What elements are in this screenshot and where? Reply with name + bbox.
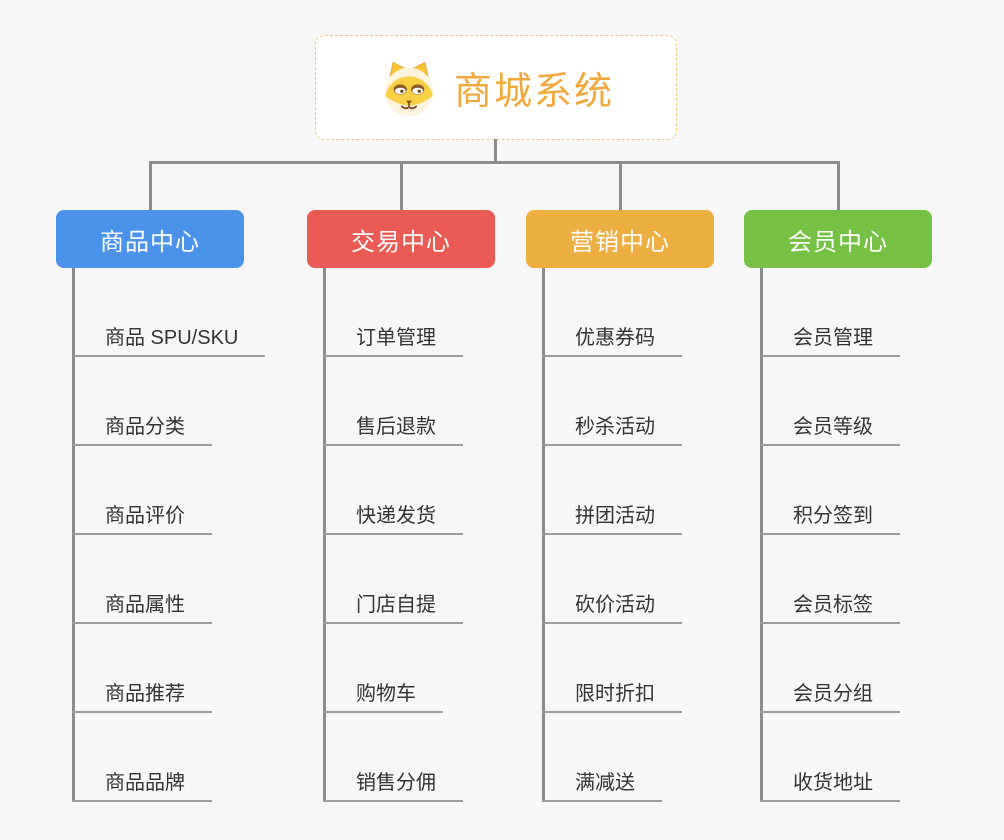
child-node[interactable]: 限时折扣 [542, 624, 682, 713]
child-label: 购物车 [356, 683, 416, 705]
child-node[interactable]: 快递发货 [323, 446, 463, 535]
child-node[interactable]: 会员分组 [760, 624, 900, 713]
child-node[interactable]: 秒杀活动 [542, 357, 682, 446]
connector-drop [399, 161, 403, 210]
child-node[interactable]: 购物车 [323, 624, 443, 713]
branch-label: 会员中心 [788, 228, 888, 256]
child-label: 会员分组 [793, 683, 873, 705]
child-label: 满减送 [575, 772, 635, 794]
branch-children: 订单管理售后退款快递发货门店自提购物车销售分佣 [323, 268, 463, 802]
branch-label: 营销中心 [570, 228, 670, 256]
root-node[interactable]: 商城系统 [315, 35, 677, 140]
branch-children: 商品 SPU/SKU 商品分类商品评价商品属性商品推荐商品品牌 [72, 268, 266, 802]
child-node[interactable]: 优惠券码 [542, 268, 682, 357]
child-label: 快递发货 [356, 505, 436, 527]
child-node[interactable]: 会员标签 [760, 535, 900, 624]
branch: 会员中心 会员管理会员等级积分签到会员标签会员分组收货地址 [744, 161, 932, 802]
child-node[interactable]: 砍价活动 [542, 535, 682, 624]
child-label: 门店自提 [356, 594, 436, 616]
child-node[interactable]: 商品 SPU/SKU [72, 268, 266, 357]
child-node[interactable]: 门店自提 [323, 535, 463, 624]
branch: 交易中心 订单管理售后退款快递发货门店自提购物车销售分佣 [307, 161, 495, 802]
child-label: 销售分佣 [356, 772, 436, 794]
branch-header[interactable]: 会员中心 [744, 210, 932, 268]
branch-header[interactable]: 营销中心 [526, 210, 714, 268]
child-label: 商品 SPU/SKU [105, 327, 239, 349]
branch-children: 优惠券码秒杀活动拼团活动砍价活动限时折扣满减送 [542, 268, 682, 802]
connector-trunk [760, 268, 763, 802]
child-label: 收货地址 [793, 772, 873, 794]
connector-trunk [542, 268, 545, 802]
connector-trunk [323, 268, 326, 802]
child-label: 砍价活动 [575, 594, 655, 616]
child-label: 积分签到 [793, 505, 873, 527]
root-title: 商城系统 [453, 71, 614, 113]
child-node[interactable]: 订单管理 [323, 268, 463, 357]
child-node[interactable]: 会员管理 [760, 268, 900, 357]
connector-drop [148, 161, 152, 210]
connector-bus [149, 161, 840, 164]
child-label: 会员等级 [793, 416, 873, 438]
child-node[interactable]: 拼团活动 [542, 446, 682, 535]
child-node[interactable]: 商品推荐 [72, 624, 212, 713]
child-node[interactable]: 商品分类 [72, 357, 212, 446]
child-label: 限时折扣 [575, 683, 655, 705]
child-label: 会员管理 [793, 327, 873, 349]
child-label: 商品品牌 [105, 772, 185, 794]
child-label: 商品属性 [105, 594, 185, 616]
branch-label: 交易中心 [351, 228, 451, 256]
child-label: 优惠券码 [575, 327, 655, 349]
child-label: 商品推荐 [105, 683, 185, 705]
child-label: 会员标签 [793, 594, 873, 616]
child-node[interactable]: 满减送 [542, 713, 662, 802]
branch-label: 商品中心 [100, 228, 200, 256]
child-node[interactable]: 商品评价 [72, 446, 212, 535]
connector-root-stem [494, 139, 497, 164]
child-node[interactable]: 售后退款 [323, 357, 463, 446]
child-label: 订单管理 [356, 327, 436, 349]
child-node[interactable]: 收货地址 [760, 713, 900, 802]
branch: 商品中心 商品 SPU/SKU 商品分类商品评价商品属性商品推荐商品品牌 [56, 161, 266, 802]
child-label: 商品分类 [105, 416, 185, 438]
child-node[interactable]: 商品品牌 [72, 713, 212, 802]
connector-trunk [72, 268, 75, 802]
child-node[interactable]: 商品属性 [72, 535, 212, 624]
dog-face-icon [378, 57, 440, 119]
child-node[interactable]: 积分签到 [760, 446, 900, 535]
child-label: 售后退款 [356, 416, 436, 438]
branch: 营销中心 优惠券码秒杀活动拼团活动砍价活动限时折扣满减送 [526, 161, 714, 802]
branch-header[interactable]: 商品中心 [56, 210, 244, 268]
child-node[interactable]: 会员等级 [760, 357, 900, 446]
child-label: 秒杀活动 [575, 416, 655, 438]
child-node[interactable]: 销售分佣 [323, 713, 463, 802]
connector-drop [618, 161, 622, 210]
connector-drop [836, 161, 840, 210]
branch-header[interactable]: 交易中心 [307, 210, 495, 268]
child-label: 拼团活动 [575, 505, 655, 527]
child-label: 商品评价 [105, 505, 185, 527]
branch-children: 会员管理会员等级积分签到会员标签会员分组收货地址 [760, 268, 900, 802]
